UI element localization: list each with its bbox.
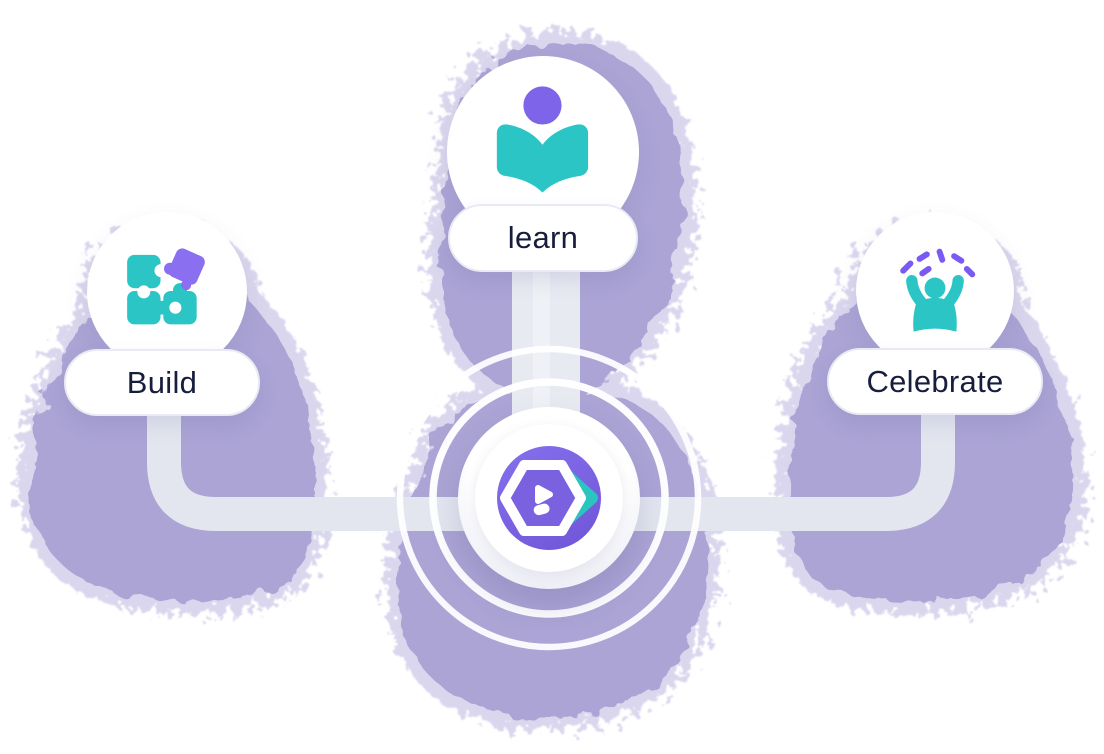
- node-label-learn: learn: [507, 220, 579, 255]
- hexagon-chevron-logo-icon: [500, 460, 598, 536]
- node-pill-celebrate[interactable]: Celebrate: [827, 348, 1043, 415]
- confetti: [900, 248, 976, 278]
- cheering-person-confetti-icon: [900, 248, 976, 332]
- puzzle-pieces-icon: [127, 248, 205, 325]
- hub-ripple-rings: [396, 345, 702, 651]
- connectors: [147, 400, 955, 531]
- node-label-build: Build: [126, 364, 198, 400]
- node-pill-learn[interactable]: learn: [448, 204, 638, 272]
- open-book: [496, 124, 589, 193]
- logo-mark: [533, 485, 553, 516]
- hub-logo[interactable]: [497, 446, 601, 550]
- node-circle-celebrate: [856, 212, 1014, 370]
- node-circle-build: [87, 212, 247, 372]
- cheering-person: [906, 275, 964, 332]
- connector-celebrate: [556, 400, 955, 531]
- central-hub: [458, 407, 640, 589]
- node-pill-build[interactable]: Build: [64, 349, 260, 416]
- connector-build: [147, 400, 556, 531]
- node-label-celebrate: Celebrate: [866, 363, 1004, 399]
- open-book-reader-icon: [496, 86, 589, 193]
- reader-head: [523, 86, 562, 125]
